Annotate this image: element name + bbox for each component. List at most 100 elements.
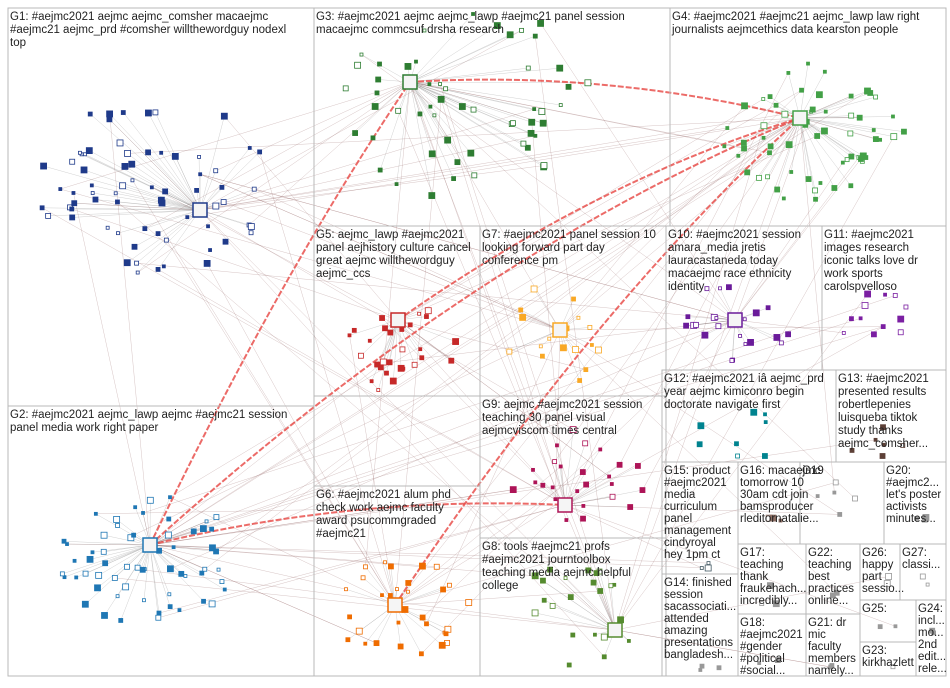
node [388, 563, 394, 570]
edge [409, 81, 524, 144]
node [922, 514, 930, 521]
edge [419, 113, 616, 631]
node [627, 504, 634, 510]
edge [409, 25, 498, 83]
node [818, 181, 823, 185]
strong-edge [394, 117, 801, 606]
node [167, 604, 173, 610]
edge [147, 152, 201, 211]
node [569, 426, 577, 433]
node [773, 334, 781, 341]
edge [149, 521, 207, 546]
group-box-g9 [479, 395, 667, 539]
edge [199, 108, 535, 211]
node [880, 424, 886, 431]
node [106, 116, 113, 123]
edge [73, 192, 151, 546]
node [778, 340, 784, 346]
node [438, 82, 442, 86]
edge [199, 127, 728, 211]
node [760, 122, 768, 130]
edge [564, 489, 643, 506]
node [389, 377, 397, 385]
node [532, 33, 538, 39]
edge [767, 117, 801, 177]
edge [564, 429, 574, 506]
edge [559, 329, 837, 593]
edge [149, 544, 159, 618]
edge [132, 180, 396, 606]
node [208, 248, 212, 252]
edge [409, 81, 745, 149]
hub-node-g8 [607, 622, 623, 638]
node [433, 563, 440, 570]
node [541, 597, 547, 603]
edge [187, 117, 801, 218]
node [428, 150, 436, 158]
node [424, 307, 432, 315]
node [379, 358, 387, 366]
node [877, 624, 883, 630]
node [718, 286, 722, 291]
edge [397, 319, 534, 471]
edge [137, 81, 411, 273]
edge [149, 544, 170, 595]
node [567, 594, 574, 601]
hub-node-g5 [390, 312, 406, 328]
node [382, 325, 388, 332]
node [61, 538, 67, 544]
node [510, 120, 516, 127]
edge [123, 112, 201, 211]
node [821, 127, 828, 135]
group-box-g1 [7, 7, 315, 407]
node [447, 582, 452, 588]
edge [158, 504, 566, 618]
node [540, 577, 546, 584]
edge [215, 117, 801, 552]
edge [79, 152, 201, 211]
node [587, 324, 593, 330]
edge [564, 496, 613, 506]
edge [224, 116, 399, 321]
node [519, 314, 527, 321]
node [405, 580, 412, 586]
edge [349, 319, 399, 336]
node [375, 76, 382, 83]
node [849, 448, 855, 453]
node [203, 260, 211, 267]
node [533, 480, 538, 485]
node [115, 199, 120, 205]
edge [149, 544, 204, 602]
node [539, 119, 547, 127]
edge [199, 109, 813, 211]
node [716, 665, 722, 671]
group-label-g3: G3: #aejmc2021 aejmc aejmc_lawp #aejmc21… [316, 11, 625, 36]
edge [160, 152, 201, 211]
node [133, 505, 138, 510]
node [919, 573, 926, 580]
node [786, 71, 791, 75]
edge [89, 150, 201, 211]
node [377, 167, 383, 173]
edge [175, 156, 201, 211]
node [581, 504, 586, 508]
edge [127, 153, 201, 211]
node [209, 544, 216, 552]
edge [204, 117, 801, 570]
edge [149, 318, 861, 546]
edge [393, 117, 801, 382]
edge [149, 544, 171, 607]
node [251, 186, 257, 192]
edge [509, 329, 561, 352]
edge [799, 117, 874, 131]
node [533, 133, 538, 138]
node [347, 333, 352, 338]
node [155, 614, 162, 621]
node [171, 152, 179, 160]
edge [614, 629, 831, 668]
node [40, 162, 47, 170]
edge [799, 117, 894, 137]
node [616, 461, 623, 468]
node [161, 264, 166, 269]
node [714, 316, 719, 320]
